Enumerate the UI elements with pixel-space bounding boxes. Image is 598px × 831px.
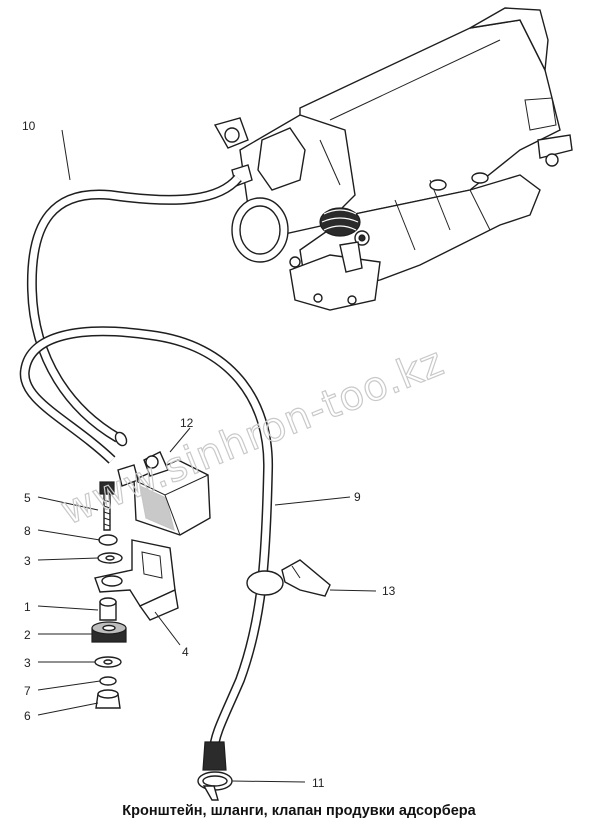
callout-labels: 10 12 5 8 3 1 2 3 7 6 4 9 13 11 <box>22 119 396 790</box>
hose-clamp-11 <box>197 771 233 801</box>
callout-7: 7 <box>24 684 31 698</box>
bushing-1 <box>99 597 117 621</box>
washer-3-bottom <box>94 656 122 668</box>
callout-10: 10 <box>22 119 36 133</box>
nut-6 <box>95 689 121 709</box>
intake-manifold <box>213 7 573 311</box>
callout-9: 9 <box>354 490 361 504</box>
hose-9 <box>19 326 274 771</box>
callout-5: 5 <box>24 491 31 505</box>
bolt-5 <box>99 481 115 531</box>
callout-2: 2 <box>24 628 31 642</box>
hose-10 <box>26 174 242 447</box>
purge-valve-12 <box>117 451 211 536</box>
callout-8: 8 <box>24 524 31 538</box>
callout-4: 4 <box>182 645 189 659</box>
leader-lines <box>37 129 377 783</box>
callout-11: 11 <box>312 776 325 790</box>
diagram-caption: Кронштейн, шланги, клапан продувки адсор… <box>122 803 476 819</box>
washer-3-top <box>97 552 123 564</box>
callout-6: 6 <box>24 709 31 723</box>
hose-clip-13 <box>246 559 331 597</box>
bracket-4 <box>94 539 179 621</box>
callout-1: 1 <box>24 600 31 614</box>
callout-3-top: 3 <box>24 554 31 568</box>
washer-8 <box>98 534 118 546</box>
callout-12: 12 <box>180 416 194 430</box>
callout-13: 13 <box>382 584 396 598</box>
callout-3-bottom: 3 <box>24 656 31 670</box>
rubber-cushion-2 <box>91 621 127 643</box>
washer-7 <box>99 676 117 686</box>
